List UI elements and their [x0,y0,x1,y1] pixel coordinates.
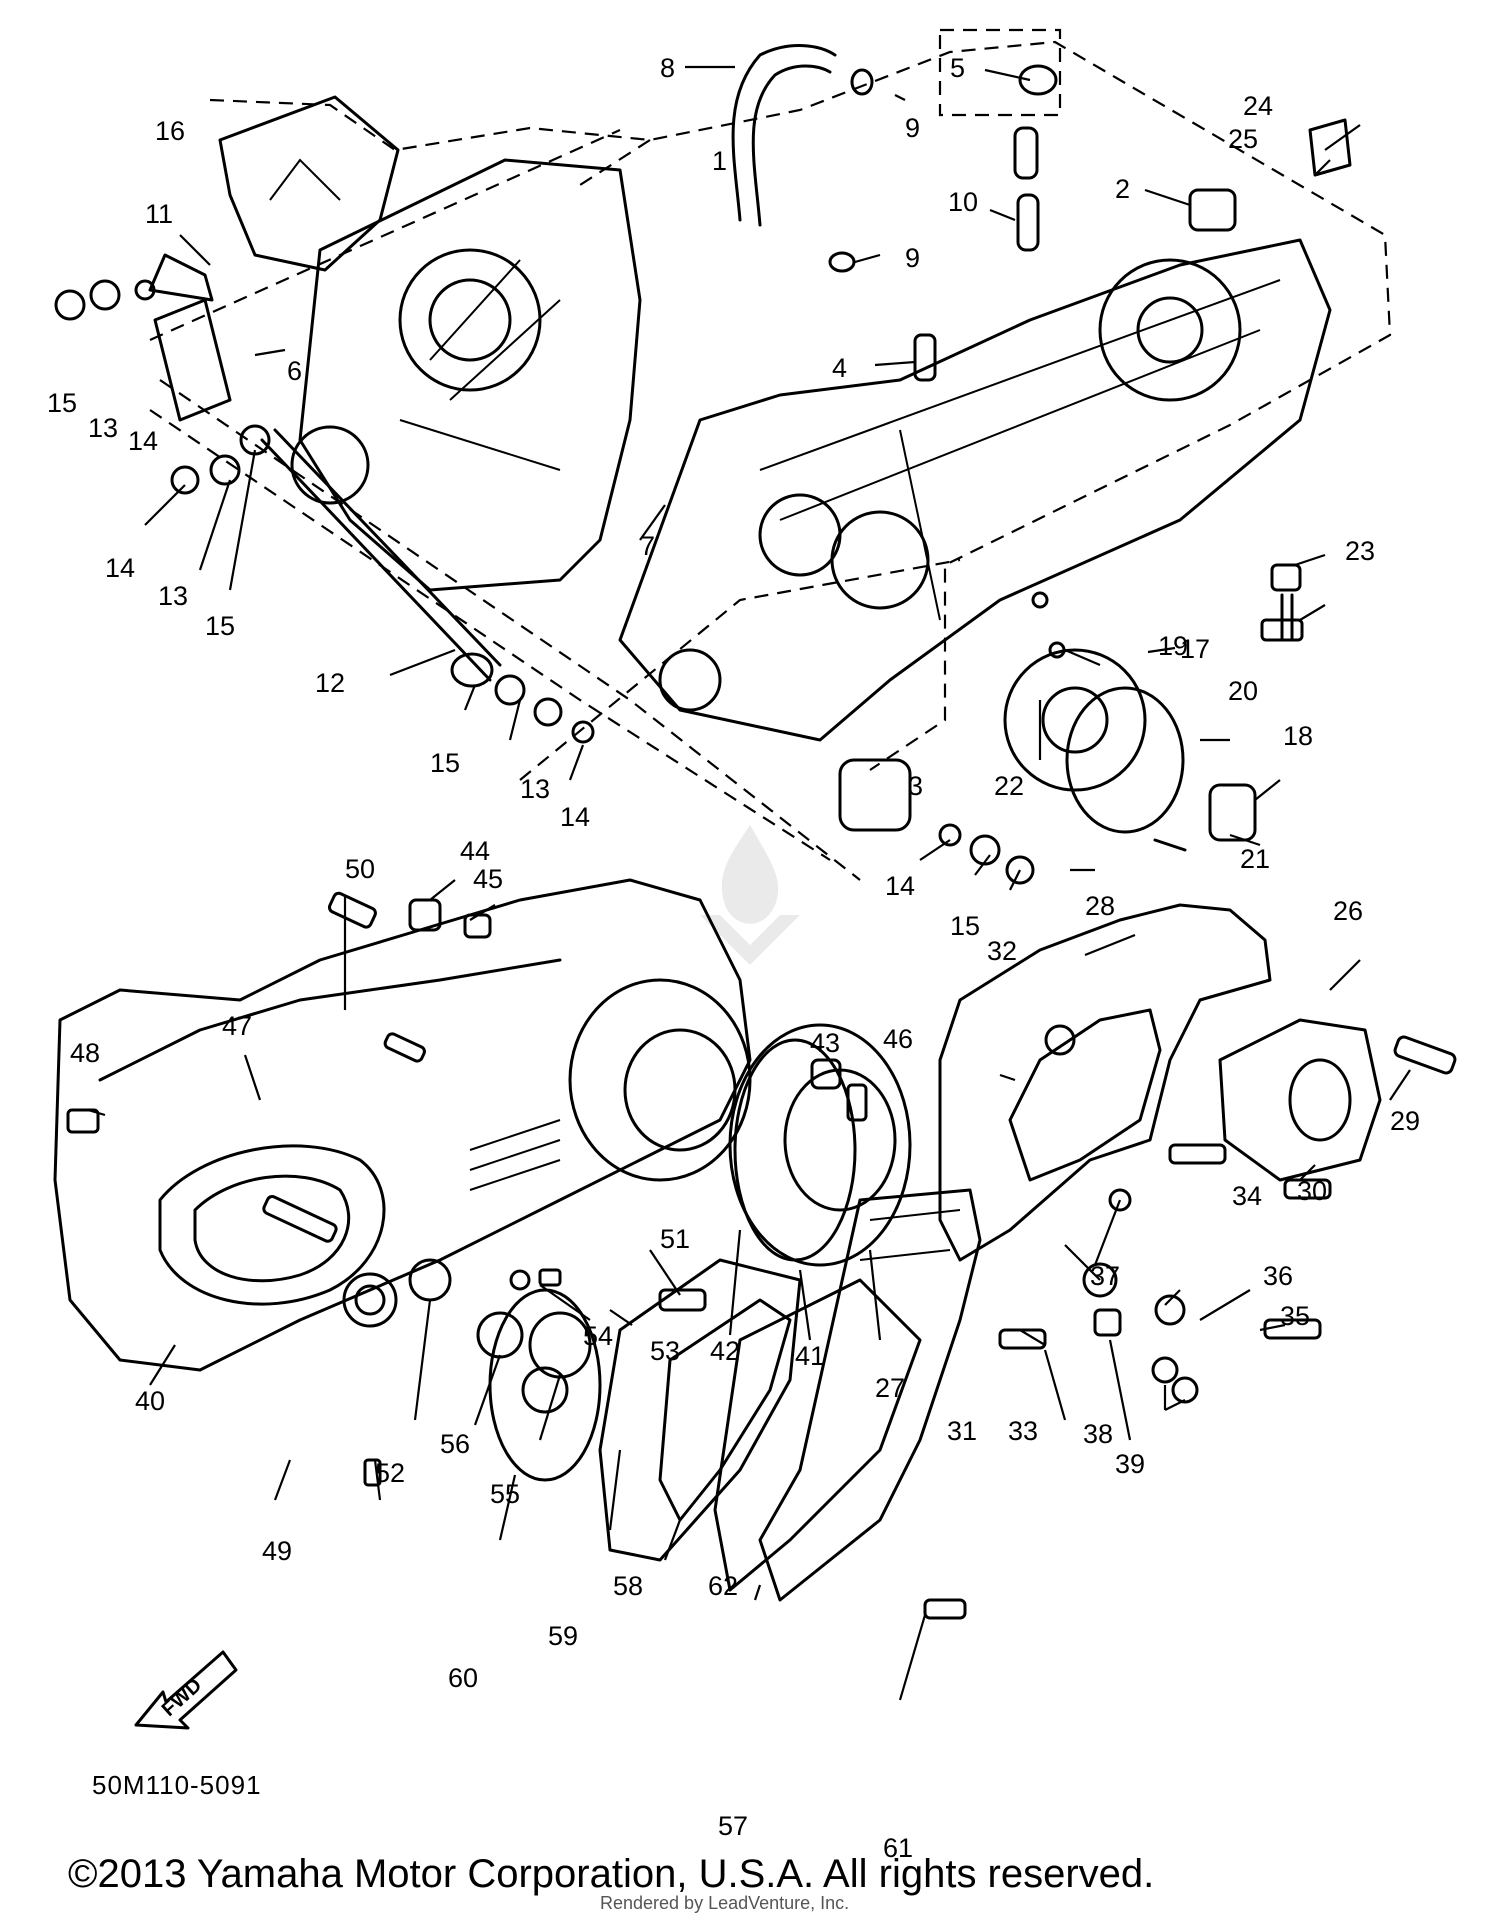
breather-hose-8 [731,44,837,227]
callout-labels: 1 2 3 4 5 6 7 8 9 9 10 11 12 13 13 13 14… [47,53,1420,1863]
left-transmission-cover [53,878,752,1372]
callout: 14 [105,553,135,583]
callout: 21 [1240,844,1270,874]
callout: 45 [473,864,503,894]
fwd-arrow-icon: FWD [134,1650,238,1730]
callout: 41 [795,1341,825,1371]
right-crankcase-half [618,238,1332,742]
left-crankcase-half [290,158,642,592]
callout: 42 [710,1336,740,1366]
callout: 26 [1333,896,1363,926]
callout: 27 [875,1373,905,1403]
callout: 36 [1263,1261,1293,1291]
callout: 19 [1158,631,1188,661]
callout: 4 [832,353,847,383]
callout: 15 [950,911,980,941]
callout: 12 [315,668,345,698]
callout: 3 [908,771,923,801]
callout: 56 [440,1429,470,1459]
callout: 58 [613,1571,643,1601]
callout: 24 [1243,91,1273,121]
air-duct-assembly [488,1188,982,1620]
callout: 6 [287,356,302,386]
callout: 52 [375,1458,405,1488]
callout: 37 [1090,1261,1120,1291]
callout: 61 [883,1833,913,1863]
callout: 18 [1283,721,1313,751]
callout: 39 [1115,1449,1145,1479]
lower-small-parts [66,891,1332,1487]
callout: 9 [905,113,920,143]
callout: 11 [145,199,173,229]
callout: 13 [158,581,188,611]
callout: 15 [205,611,235,641]
dashed-group-lines [149,28,1392,881]
callout: 48 [70,1038,100,1068]
callout: 13 [88,413,118,443]
callout: 22 [994,771,1024,801]
callout: 60 [448,1663,478,1693]
upper-small-parts [54,64,1352,885]
callout: 20 [1228,676,1258,706]
callout: 5 [950,53,965,83]
callout: 33 [1008,1416,1038,1446]
callout: 53 [650,1336,680,1366]
callout: 25 [1228,124,1258,154]
callout: 14 [560,802,590,832]
callout: 9 [905,243,920,273]
callout: 7 [640,531,655,561]
callout: 17 [1180,634,1210,664]
callout: 31 [947,1416,977,1446]
callout: 15 [47,388,77,418]
callout: 34 [1232,1181,1262,1211]
callout: 49 [262,1536,292,1566]
leader-lines [87,65,1411,1701]
callout: 14 [128,426,158,456]
clutch-cover-42 [728,1023,912,1267]
watermark-logo [700,825,800,965]
callout: 28 [1085,891,1115,921]
callout: 62 [708,1571,738,1601]
callout: 50 [345,854,375,884]
callout: 59 [548,1621,578,1651]
callout: 51 [660,1224,690,1254]
gasket-16 [218,95,400,272]
callout: 14 [885,871,915,901]
callout: 54 [583,1321,613,1351]
callout: 47 [222,1011,252,1041]
render-credit: Rendered by LeadVenture, Inc. [600,1893,850,1913]
callout: 57 [718,1811,748,1841]
callout: 46 [883,1024,913,1054]
callout: 16 [155,116,185,146]
copyright-notice: ©2013 Yamaha Motor Corporation, U.S.A. A… [68,1852,1155,1896]
callout: 23 [1345,536,1375,566]
callout: 40 [135,1386,165,1416]
callout: 43 [810,1028,840,1058]
callout: 13 [520,774,550,804]
callout: 32 [987,936,1017,966]
callout: 30 [1297,1176,1327,1206]
callout: 38 [1083,1419,1113,1449]
side-cover-27 [1218,1018,1457,1182]
fwd-label: FWD [158,1674,207,1721]
callout: 15 [430,748,460,778]
callout: 44 [460,836,490,866]
callout: 29 [1390,1106,1420,1136]
callout: 55 [490,1479,520,1509]
callout: 2 [1115,174,1130,204]
right-cover-gasket [938,903,1272,1298]
callout: 10 [948,187,978,217]
callout: 8 [660,53,675,83]
callout: 1 [712,146,727,176]
callout: 35 [1280,1301,1310,1331]
diagram-code: 50M110-5091 [92,1770,262,1800]
